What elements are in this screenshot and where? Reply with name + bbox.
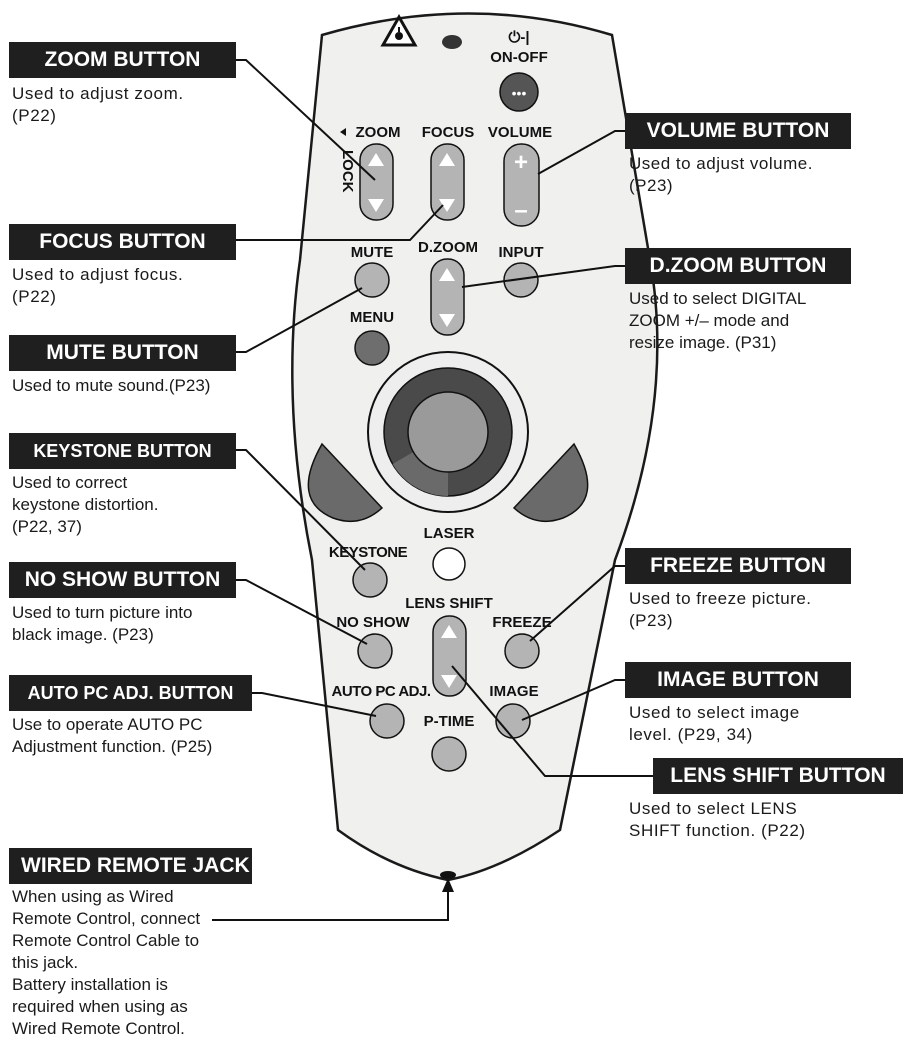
on-off-label: ON-OFF	[490, 49, 548, 66]
jack-leader	[212, 886, 449, 921]
lens-shift-callout-text: Used to select LENS SHIFT function. (P22…	[629, 799, 806, 840]
mute-callout-title: MUTE BUTTON	[9, 335, 236, 371]
volume-button[interactable]: + –	[503, 143, 540, 227]
keystone-leader	[236, 449, 366, 571]
keystone-callout-text: Used to correct keystone distortion. (P2…	[12, 473, 159, 536]
zoom-callout-title: ZOOM BUTTON	[9, 42, 236, 78]
freeze-button[interactable]	[504, 633, 540, 669]
volume-plus-icon: +	[514, 149, 528, 176]
lens-shift-callout-title: LENS SHIFT BUTTON	[653, 758, 903, 794]
p-time-button[interactable]	[431, 736, 467, 772]
image-label: IMAGE	[489, 683, 538, 700]
auto-pc-button[interactable]	[369, 703, 405, 739]
zoom-up-icon	[368, 153, 384, 166]
menu-button[interactable]	[354, 330, 390, 366]
zoom-button[interactable]	[359, 143, 394, 221]
auto-pc-callout-title: AUTO PC ADJ. BUTTON	[9, 675, 252, 711]
lock-label: LOCK	[339, 150, 356, 193]
on-off-dots: •••	[512, 85, 527, 101]
mute-label: MUTE	[351, 244, 394, 261]
lens-shift-leader	[451, 665, 653, 777]
input-button[interactable]	[503, 262, 539, 298]
focus-down-icon	[439, 199, 455, 212]
no-show-callout-text: Used to turn picture into black image. (…	[12, 603, 193, 644]
dzoom-button[interactable]	[430, 258, 465, 336]
focus-button[interactable]	[430, 143, 465, 221]
volume-callout-text: Used to adjust volume. (P23)	[629, 154, 813, 195]
focus-callout-title: FOCUS BUTTON	[9, 224, 236, 260]
image-leader	[521, 679, 625, 721]
freeze-leader	[529, 565, 625, 642]
image-button[interactable]	[495, 703, 531, 739]
zoom-label: ZOOM	[356, 124, 401, 141]
zoom-down-icon	[368, 199, 384, 212]
p-time-label: P-TIME	[424, 713, 475, 730]
focus-label: FOCUS	[422, 124, 475, 141]
volume-minus-icon: –	[514, 197, 527, 224]
auto-pc-leader	[252, 692, 377, 717]
keystone-button[interactable]	[352, 562, 388, 598]
indicator-led	[442, 35, 462, 49]
lens-shift-down-icon	[441, 675, 457, 688]
dzoom-callout-text: Used to select DIGITAL ZOOM +/– mode and…	[629, 289, 807, 352]
focus-up-icon	[439, 153, 455, 166]
zoom-callout-text: Used to adjust zoom. (P22)	[12, 84, 184, 125]
wired-remote-jack	[440, 871, 456, 879]
mute-button[interactable]	[354, 262, 390, 298]
wired-callout-title: WIRED REMOTE JACK	[9, 848, 252, 884]
zoom-leader	[236, 59, 376, 181]
dzoom-leader	[461, 265, 625, 288]
volume-leader	[537, 130, 625, 175]
no-show-button[interactable]	[357, 633, 393, 669]
dzoom-callout-title: D.ZOOM BUTTON	[625, 248, 851, 284]
keystone-label: KEYSTONE	[329, 544, 408, 561]
focus-leader	[236, 204, 444, 241]
dzoom-label: D.ZOOM	[418, 239, 478, 256]
keystone-callout-title: KEYSTONE BUTTON	[9, 433, 236, 469]
input-label: INPUT	[499, 244, 544, 261]
image-callout-text: Used to select image level. (P29, 34)	[629, 703, 800, 744]
on-off-button[interactable]: •••	[499, 72, 539, 112]
on-off-symbol: ⏻-|	[508, 29, 529, 46]
lock-arrow-icon	[340, 128, 346, 136]
mute-leader	[236, 287, 363, 353]
dzoom-down-icon	[439, 314, 455, 327]
laser-warning-icon	[380, 13, 418, 47]
leader-lines	[212, 59, 653, 921]
no-show-callout-title: NO SHOW BUTTON	[9, 562, 236, 598]
freeze-callout-text: Used to freeze picture. (P23)	[629, 589, 812, 630]
menu-label: MENU	[350, 309, 394, 326]
wired-callout-text: When using as Wired Remote Control, conn…	[12, 887, 201, 1038]
no-show-label: NO SHOW	[336, 614, 410, 631]
dzoom-up-icon	[439, 268, 455, 281]
pointer-pad[interactable]	[307, 351, 589, 523]
laser-button[interactable]	[432, 547, 466, 581]
auto-pc-label: AUTO PC ADJ.	[331, 683, 430, 700]
volume-label: VOLUME	[488, 124, 552, 141]
freeze-callout-title: FREEZE BUTTON	[625, 548, 851, 584]
no-show-leader	[236, 579, 368, 645]
pointer-center-button[interactable]	[407, 391, 489, 473]
jack-arrow-icon	[442, 878, 454, 892]
volume-callout-title: VOLUME BUTTON	[625, 113, 851, 149]
lens-shift-up-icon	[441, 625, 457, 638]
laser-label: LASER	[424, 525, 475, 542]
auto-pc-callout-text: Use to operate AUTO PC Adjustment functi…	[12, 715, 213, 756]
freeze-label: FREEZE	[492, 614, 551, 631]
focus-callout-text: Used to adjust focus. (P22)	[12, 265, 184, 306]
lens-shift-button[interactable]	[432, 615, 467, 697]
image-callout-title: IMAGE BUTTON	[625, 662, 851, 698]
mute-callout-text: Used to mute sound.(P23)	[12, 376, 211, 395]
lens-shift-label: LENS SHIFT	[405, 595, 493, 612]
